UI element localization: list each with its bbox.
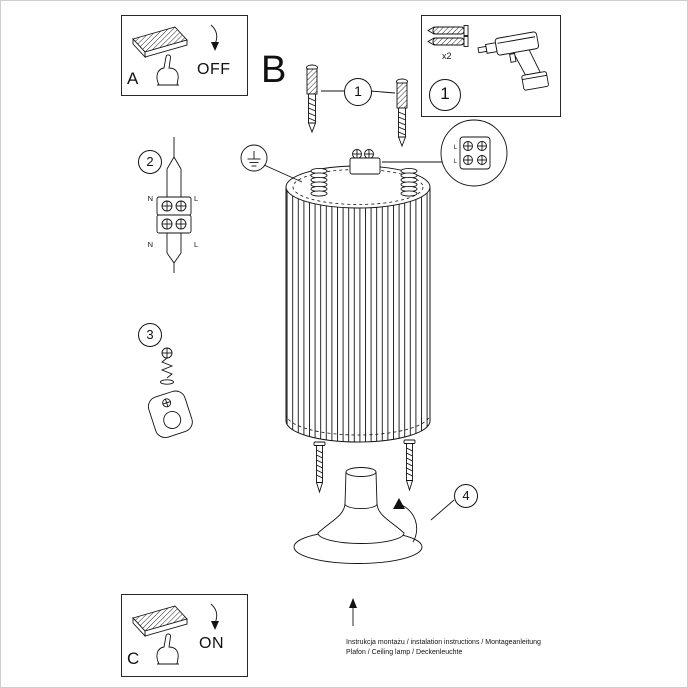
ground-clamp-diagram xyxy=(147,347,193,438)
section-b-letter: B xyxy=(261,49,287,91)
footer-text: Instrukcja montażu / instalation instruc… xyxy=(346,638,541,657)
terminal-detail-bubble: L L xyxy=(382,119,508,187)
spring-left-icon xyxy=(310,167,328,197)
earth-ground-icon xyxy=(247,151,261,167)
power-drill-icon xyxy=(477,31,549,91)
wire-label-l-top: L xyxy=(194,194,198,203)
step-3-badge: 3 xyxy=(138,323,162,347)
step-2-badge: 2 xyxy=(138,150,162,174)
wall-plug-icon xyxy=(427,25,469,47)
step-1-badge-screws: 1 xyxy=(344,78,372,106)
terminal-block-icon xyxy=(349,149,381,175)
detail-label-row2: L xyxy=(454,159,458,165)
wire-label-l-bottom: L xyxy=(194,240,198,249)
box-c-state-on: ON xyxy=(199,635,224,652)
footer-line-2: Plafon / Ceiling lamp / Deckenleuchte xyxy=(346,648,463,656)
wire-label-n-top: N xyxy=(148,194,153,203)
flip-arrow-icon xyxy=(210,24,219,51)
step-4-badge: 4 xyxy=(454,484,478,508)
tools-panel: x2 xyxy=(421,15,561,117)
flip-arrow-icon xyxy=(210,603,219,630)
lamp-shade-drawing xyxy=(285,149,431,443)
ground-symbol-circle xyxy=(240,144,303,183)
wire-terminal-diagram: N L N L xyxy=(148,137,198,273)
screw-anchor-pair xyxy=(306,64,408,147)
switch-on-panel xyxy=(121,594,248,677)
plug-count-label: x2 xyxy=(442,51,452,61)
insert-arrow xyxy=(349,598,357,626)
wire-label-n-bottom: N xyxy=(148,240,153,249)
mounting-bracket-icon xyxy=(147,390,193,438)
box-c-letter: C xyxy=(127,649,140,668)
footer-line-1: Instrukcja montażu / instalation instruc… xyxy=(346,639,541,646)
box-a-letter: A xyxy=(127,69,139,88)
spring-right-icon xyxy=(400,167,418,197)
step-1-badge-tools: 1 xyxy=(429,79,461,111)
detail-label-row1: L xyxy=(454,145,458,151)
canopy-drawing xyxy=(293,467,455,564)
switch-off-panel xyxy=(121,15,248,96)
box-a-state-off: OFF xyxy=(197,61,231,78)
